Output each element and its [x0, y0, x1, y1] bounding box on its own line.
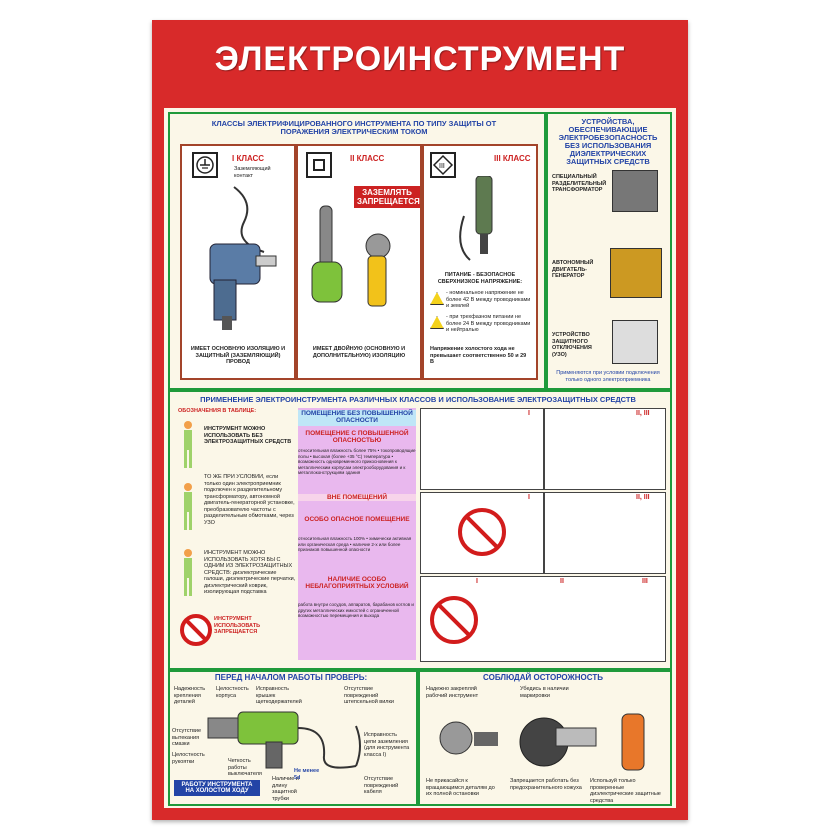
sign-line1: ЗАЗЕМЛЯТЬ — [362, 188, 412, 197]
device-generator-label: АВТОНОМНЫЙ ДВИГАТЕЛЬ-ГЕНЕРАТОР — [552, 260, 594, 279]
legend-title: ОБОЗНАЧЕНИЯ В ТАБЛИЦЕ: — [178, 408, 257, 414]
worker-icon — [178, 482, 198, 532]
usage-section — [168, 390, 672, 670]
check-label: Отсутствие повреждений штепсельной вилки — [344, 686, 394, 705]
env2-text: относительная влажность более 75% • токо… — [298, 448, 416, 475]
poster: ЭЛЕКТРОИНСТРУМЕНТ КЛАССЫ ЭЛЕКТРИФИЦИРОВА… — [152, 20, 688, 820]
legend-item-3: ИНСТРУМЕНТ МОЖНО ИСПОЛЬЗОВАТЬ ХОТЯ БЫ С … — [204, 550, 296, 595]
env3-title: ВНЕ ПОМЕЩЕНИЙ — [298, 494, 416, 501]
usage-header: ПРИМЕНЕНИЕ ЭЛЕКТРОИНСТРУМЕНТА РАЗЛИЧНЫХ … — [200, 395, 636, 404]
sign-line2: ЗАПРЕЩАЕТСЯ — [357, 197, 420, 206]
class3-idle-note: Напряжение холостого хода не превышает с… — [430, 346, 527, 365]
idle-test-line1: РАБОТУ ИНСТРУМЕНТА — [181, 782, 253, 788]
idle-test-line2: НА ХОЛОСТОМ ХОДУ — [185, 788, 249, 794]
generator-icon — [610, 248, 662, 298]
class3-symbol-icon: III — [430, 152, 456, 178]
prohibited-icon — [180, 614, 212, 646]
caution-bottom: Не прикасайся к вращающимся деталям до и… — [426, 778, 495, 797]
check-label: Отсутствие повреждений кабеля — [364, 776, 399, 795]
env-column — [298, 408, 416, 660]
svg-text:III: III — [439, 163, 445, 170]
caution-top: Убедись в наличии маркировки — [520, 686, 569, 699]
device-rcd-label: УСТРОЙСТВО ЗАЩИТНОГО ОТКЛЮЧЕНИЯ (УЗО) — [552, 332, 592, 358]
prohibited-drill-icon — [458, 508, 506, 556]
class-mark: II, III — [636, 494, 650, 501]
class1-label: I КЛАСС — [232, 154, 265, 163]
env2-title: ПОМЕЩЕНИЕ С ПОВЫШЕННОЙ ОПАСНОСТЬЮ — [305, 430, 409, 444]
drill-class1-icon — [209, 186, 277, 330]
class3-note2: - при трехфазном питании не более 24 В м… — [446, 314, 531, 333]
caution-header: СОБЛЮДАЙ ОСТОРОЖНОСТЬ — [483, 673, 603, 682]
env5-title: НАЛИЧИЕ ОСОБО НЕБЛАГОПРИЯТНЫХ УСЛОВИЙ — [305, 576, 409, 590]
class2-caption: ИМЕЕТ ДВОЙНУЮ (ОСНОВНУЮ И ДОПОЛНИТЕЛЬНУЮ… — [312, 346, 406, 359]
class3-note1: - номинальное напряжение не более 42 В м… — [446, 290, 531, 309]
class1-caption: ИМЕЕТ ОСНОВНУЮ ИЗОЛЯЦИЮ И ЗАЩИТНЫЙ (ЗАЗЕ… — [190, 346, 286, 365]
usage-cell — [544, 408, 666, 490]
check-label: Целостность корпуса — [216, 686, 249, 699]
check-label: Исправность крышек щеткодержателей — [256, 686, 302, 705]
poster-title: ЭЛЕКТРОИНСТРУМЕНТ — [214, 40, 626, 78]
ground-contact-note: Заземляющий контакт — [234, 166, 271, 179]
legend-item-1: ИНСТРУМЕНТ МОЖНО ИСПОЛЬЗОВАТЬ БЕЗ ЭЛЕКТР… — [204, 426, 292, 445]
class-mark: I — [528, 494, 530, 501]
transformer-icon — [612, 170, 658, 212]
env5-text: работа внутри сосудов, аппаратов, бараба… — [298, 602, 414, 618]
check-label: Надежность крепления деталей — [174, 686, 206, 705]
check-header: ПЕРЕД НАЧАЛОМ РАБОТЫ ПРОВЕРЬ: — [214, 673, 368, 682]
env1-title: ПОМЕЩЕНИЕ БЕЗ ПОВЫШЕННОЙ ОПАСНОСТИ — [298, 410, 416, 426]
check-label: Отсутствие вытекания смазки — [172, 728, 202, 747]
caution-top: Надежно закрепляй рабочий инструмент — [426, 686, 479, 699]
env4-text: относительная влажность 100% • химически… — [298, 536, 412, 552]
check-label: Четкость работы выключателя — [228, 758, 262, 777]
classes-header: КЛАССЫ ЭЛЕКТРИФИЦИРОВАННОГО ИНСТРУМЕНТА … — [211, 119, 497, 136]
caution-illustrations — [439, 713, 645, 771]
class3-power-title: ПИТАНИЕ - БЕЗОПАСНОЕ СВЕРХНИЗКОЕ НАПРЯЖЕ… — [437, 272, 523, 285]
grounding-prohibited-sign: ЗАЗЕМЛЯТЬ ЗАПРЕЩАЕТСЯ — [354, 186, 420, 208]
class3-drill-icon — [459, 176, 493, 261]
class-mark: II — [560, 578, 564, 585]
check-label: Исправность цепи заземления (для инструм… — [364, 732, 410, 758]
hammer-drill-icon — [207, 711, 361, 769]
idle-test-label: РАБОТУ ИНСТРУМЕНТА НА ХОЛОСТОМ ХОДУ — [174, 780, 260, 796]
warning-icon — [430, 292, 444, 305]
prohibited-drill-icon — [430, 596, 478, 644]
caution-bottom: Запрещается работать без предохранительн… — [510, 778, 582, 791]
double-insulation-icon — [306, 152, 332, 178]
class1-card: I КЛАСС Заземляющий контакт ИМЕЕТ ОСНОВН… — [180, 144, 296, 380]
poster-panel: КЛАССЫ ЭЛЕКТРИФИЦИРОВАННОГО ИНСТРУМЕНТА … — [164, 108, 676, 808]
worker-icon — [178, 548, 198, 598]
class3-label: III КЛАСС — [494, 154, 531, 163]
warning-icon — [430, 316, 444, 329]
usage-cell — [420, 408, 544, 490]
chainsaw-grinder-icon — [311, 205, 391, 307]
class-mark: I — [528, 410, 530, 417]
check-label: Целостность рукоятки — [172, 752, 205, 765]
devices-section — [546, 112, 672, 390]
rcd-icon — [612, 320, 658, 364]
check-section — [168, 670, 418, 806]
class-mark: II, III — [636, 410, 650, 417]
class2-label: II КЛАСС — [350, 154, 385, 163]
class3-card: III III КЛАСС ПИТАНИЕ - БЕЗОПАСНОЕ СВЕРХ… — [422, 144, 538, 380]
devices-footer: Применяются при условии подключения толь… — [556, 370, 660, 383]
usage-cell — [544, 492, 666, 574]
class-mark: III — [642, 578, 648, 585]
classes-section — [168, 112, 546, 390]
check-label: Наличие и длину защитной трубки — [272, 776, 299, 802]
class2-card: II КЛАСС ЗАЗЕМЛЯТЬ ЗАПРЕЩАЕТСЯ ИМЕЕТ ДВО… — [296, 144, 422, 380]
worker-icon — [178, 420, 198, 470]
env4-title: ОСОБО ОПАСНОЕ ПОМЕЩЕНИЕ — [304, 516, 410, 523]
class-mark: I — [476, 578, 478, 585]
ground-symbol-icon — [192, 152, 218, 178]
legend-item-2: ТО ЖЕ ПРИ УСЛОВИИ, если только один элек… — [204, 474, 295, 526]
caution-bottom: Используй только проверенные диэлектриче… — [590, 778, 661, 804]
legend-item-4: ИНСТРУМЕНТ ИСПОЛЬЗОВАТЬ ЗАПРЕЩАЕТСЯ — [214, 616, 261, 635]
devices-header: УСТРОЙСТВА, ОБЕСПЕЧИВАЮЩИЕ ЭЛЕКТРОБЕЗОПА… — [558, 117, 658, 166]
check-label: Не менее 5d — [294, 768, 320, 781]
caution-section — [418, 670, 672, 806]
device-transformer-label: СПЕЦИАЛЬНЫЙ РАЗДЕЛИТЕЛЬНЫЙ ТРАНСФОРМАТОР — [552, 174, 607, 193]
